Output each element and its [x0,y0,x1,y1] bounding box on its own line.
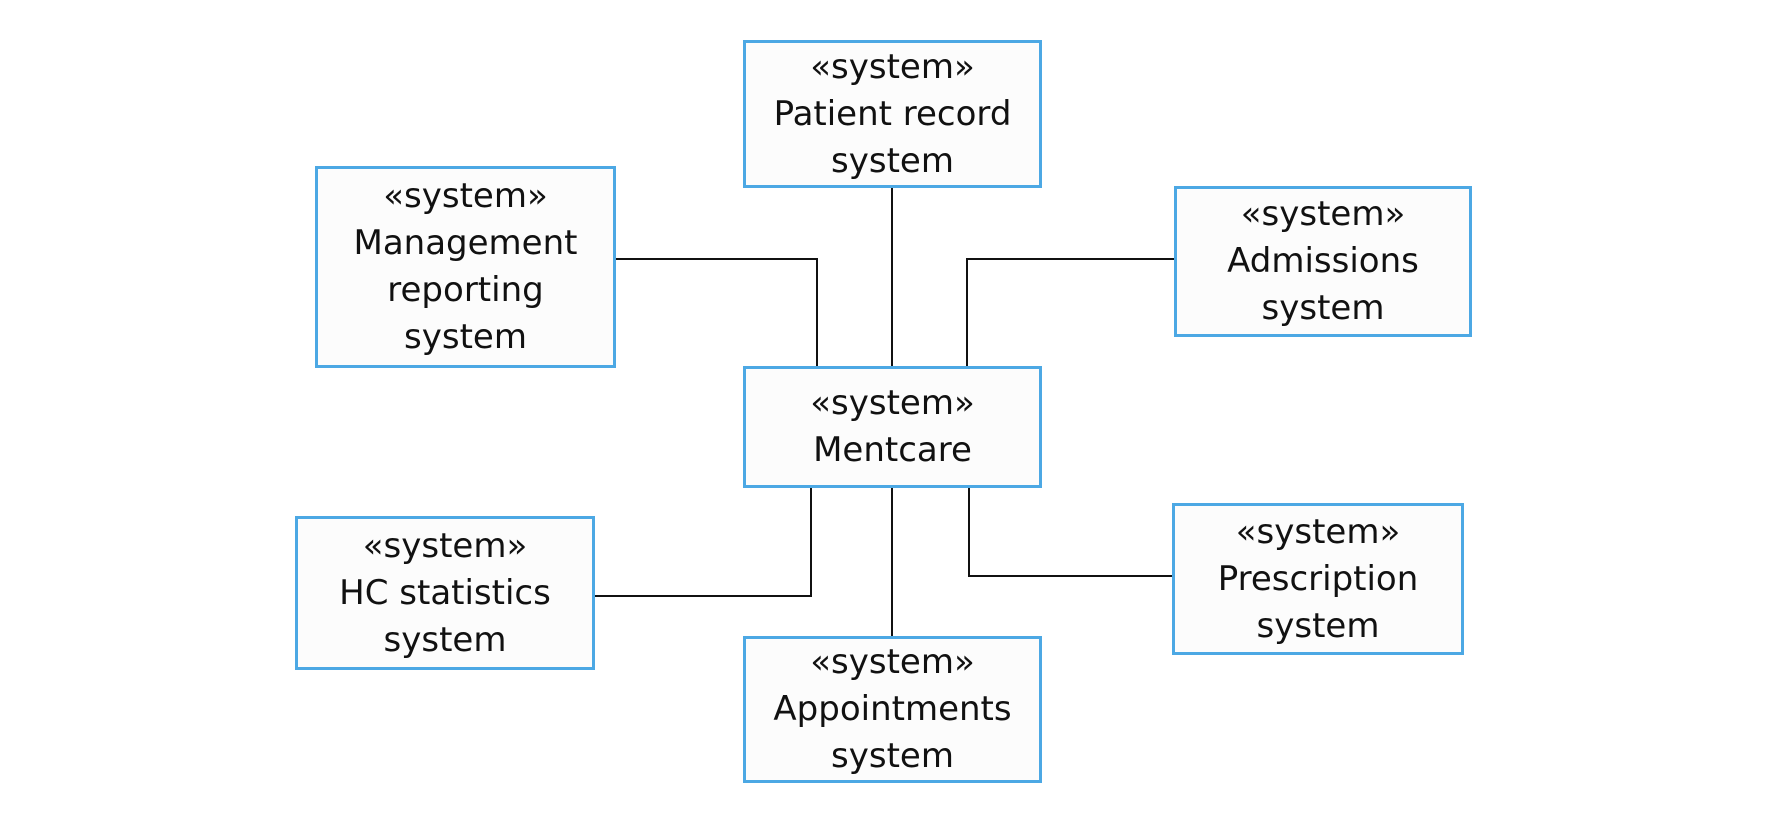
system-name-line: Appointments [773,689,1012,729]
stereotype-label: «system» [810,642,975,682]
stereotype-label: «system» [810,46,975,87]
system-name-line: reporting [387,270,544,310]
system-name-line: system [1256,605,1380,646]
admissions-system-box[interactable]: «system» Admissions system [1174,186,1472,337]
hc-statistics-system-box[interactable]: «system» HC statistics system [295,516,595,670]
stereotype-label: «system» [362,525,528,566]
stereotype-label: «system» [810,383,975,423]
connector-mentcare-management-reporting [616,258,818,366]
patient-record-system-box[interactable]: «system» Patient record system [743,40,1042,188]
stereotype-label: «system» [1235,511,1401,552]
system-name-line: Prescription [1217,558,1419,599]
management-reporting-system-box[interactable]: «system» Management reporting system [315,166,616,368]
system-name-line: system [383,619,507,660]
system-name-line: HC statistics [339,572,551,613]
system-name-line: Mentcare [813,430,972,470]
system-name-line: system [831,736,954,776]
stereotype-label: «system» [1240,194,1406,234]
system-name-line: Management [353,223,578,263]
appointments-system-box[interactable]: «system» Appointments system [743,636,1042,783]
system-name-line: system [404,317,527,357]
connector-mentcare-admissions [966,258,1174,366]
system-name-line: Patient record [773,93,1012,134]
mentcare-system-box[interactable]: «system» Mentcare [743,366,1042,488]
system-name-line: Admissions [1227,241,1419,281]
system-name-line: system [1261,288,1385,328]
connector-mentcare-hc-statistics [595,488,812,597]
connector-mentcare-prescription [968,488,1172,577]
system-name-line: system [831,140,954,181]
prescription-system-box[interactable]: «system» Prescription system [1172,503,1464,655]
stereotype-label: «system» [383,176,548,216]
